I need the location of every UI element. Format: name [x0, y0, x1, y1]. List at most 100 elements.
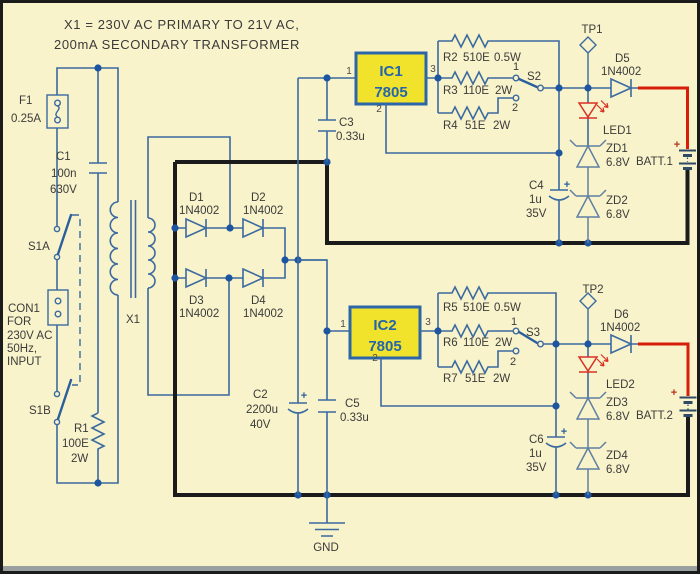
label-r5: R5	[443, 302, 458, 314]
value-r2: 510E	[463, 52, 490, 64]
label-gnd: GND	[313, 542, 339, 554]
node-dot	[555, 84, 563, 92]
node-dot	[555, 149, 563, 157]
label-f1: F1	[19, 95, 32, 107]
node-dot	[323, 327, 331, 335]
wire	[380, 358, 556, 407]
battery-batt2-symbol	[679, 396, 697, 417]
value-f1: 0.25A	[11, 113, 41, 125]
zener-zd2-symbol	[569, 189, 607, 243]
label-r6: R6	[443, 337, 458, 349]
ic2-pin1: 1	[340, 319, 346, 330]
label-zd1: ZD1	[606, 143, 628, 155]
switch-s1a-symbol	[53, 213, 73, 261]
value-zd2: 6.8V	[606, 209, 630, 221]
led1-symbol	[577, 88, 609, 146]
node-dot	[434, 74, 442, 82]
connector-con1-symbol	[47, 289, 69, 326]
battery-batt1-symbol	[679, 149, 696, 170]
node-dot	[94, 479, 102, 487]
wire	[385, 104, 559, 154]
value-r7: 51E	[465, 373, 486, 385]
node-dot	[94, 64, 102, 72]
s3-position-2: 2	[510, 356, 516, 368]
diode-d2-symbol	[242, 217, 265, 239]
capacitor-c1-symbol	[89, 68, 107, 413]
power-r3: 2W	[495, 85, 512, 97]
switch-s1b-symbol	[53, 378, 73, 426]
value-d1: 1N4002	[179, 205, 219, 217]
zener-zd3-symbol	[569, 391, 607, 448]
label-led1: LED1	[603, 125, 632, 137]
switch-s3-symbol	[512, 327, 545, 355]
label-d3: D3	[189, 295, 204, 307]
ic1-regulator: IC1 7805 1 3 2	[346, 51, 436, 115]
testpoint-tp1-symbol	[579, 36, 597, 88]
value-d4: 1N4002	[243, 308, 283, 320]
resistor-r2-symbol	[438, 33, 560, 88]
voltage-c6: 35V	[526, 462, 547, 474]
transformer-core	[130, 200, 137, 298]
node-dot	[226, 224, 234, 232]
label-batt2: BATT.2	[636, 410, 673, 422]
mains-input-section: F1 0.25A S1A CON1 FOR 230V AC 50Hz, INPU…	[7, 64, 119, 487]
zener-zd1-symbol	[569, 139, 607, 196]
label-c2: C2	[253, 389, 268, 401]
value-r5: 510E	[463, 302, 490, 314]
diode-d4-symbol	[242, 267, 265, 289]
power-r2: 0.5W	[494, 52, 521, 64]
part-ic2: 7805	[368, 338, 401, 355]
capacitor-c6-symbol	[545, 344, 567, 495]
ground-bus	[171, 158, 690, 499]
label-con1-freq: 50Hz,	[7, 343, 37, 355]
value-zd3: 6.8V	[606, 411, 630, 423]
ic2-regulator: IC2 7805 1 3 2	[340, 305, 431, 364]
label-r7: R7	[443, 373, 458, 385]
label-ic1: IC1	[379, 63, 402, 80]
label-s1a: S1A	[28, 241, 50, 253]
value-d5: 1N4002	[601, 66, 641, 78]
label-con1: CON1	[8, 303, 40, 315]
battery2-positive-wire	[638, 342, 690, 396]
value-c2: 2200u	[246, 404, 278, 416]
value-d6: 1N4002	[600, 322, 640, 334]
ic1-pin1: 1	[346, 66, 352, 77]
label-c5: C5	[345, 398, 360, 410]
diode-d3-symbol	[185, 267, 208, 289]
node-dot	[281, 256, 289, 264]
ic2-body	[348, 305, 422, 360]
label-ic2: IC2	[373, 317, 396, 334]
power-r1: 2W	[71, 453, 88, 465]
wire	[56, 67, 119, 202]
wire	[147, 278, 230, 396]
bus-wire	[173, 162, 690, 497]
node-dot	[584, 340, 592, 348]
label-zd4: ZD4	[606, 450, 628, 462]
label-d2: D2	[251, 192, 266, 204]
label-c6: C6	[529, 434, 544, 446]
value-r4: 51E	[465, 120, 486, 132]
value-r6: 110E	[463, 337, 489, 349]
resistor-r7-symbol	[438, 350, 513, 375]
gang-link-dashed-line	[72, 214, 81, 386]
label-con1-input: INPUT	[7, 356, 42, 368]
ground-symbol	[309, 522, 345, 537]
value-c5: 0.33u	[340, 412, 369, 424]
node-dot	[584, 84, 592, 92]
batt1-plus-sign: +	[674, 139, 680, 151]
note-line-2: 200mA SECONDARY TRANSFORMER	[54, 37, 300, 52]
label-r2: R2	[443, 52, 458, 64]
bridge-rectifier-section: D1 1N4002 D2 1N4002 D3 1N4002 D4 1N4002	[175, 192, 327, 320]
diode-d6-symbol	[610, 333, 638, 355]
node-dot	[552, 340, 560, 348]
ic1-body	[354, 51, 428, 106]
capacitor-c5-symbol	[318, 399, 336, 523]
value-c4: 1u	[529, 194, 542, 206]
capacitor-c2-symbol	[287, 402, 309, 495]
node-dot	[171, 224, 179, 232]
wire	[56, 295, 119, 484]
wire	[298, 259, 328, 400]
